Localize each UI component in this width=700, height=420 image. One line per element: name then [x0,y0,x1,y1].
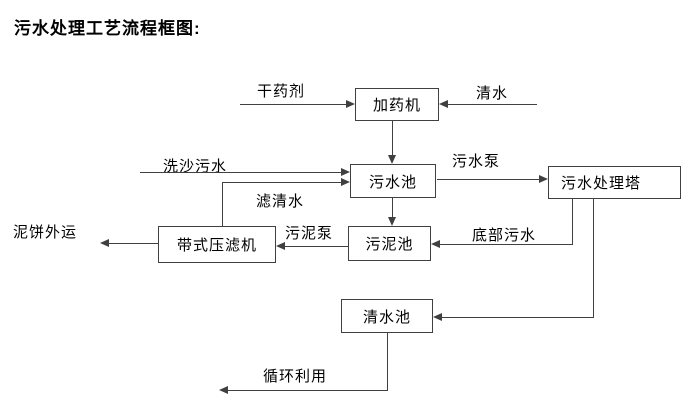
arrow-down-icon [388,155,396,164]
connector-recycle-vertical [387,333,388,391]
flow-label-mud-cake-out: 泥饼外运 [13,224,78,241]
connector-filtered-water-vertical [222,182,223,226]
node-clean-water-pool-label: 清水池 [362,308,411,326]
flow-label-sewage-pump: 污水泵 [452,153,501,170]
connector-bottom-sewage [440,244,573,245]
node-sewage-pool-label: 污水池 [368,173,417,191]
arrow-left-icon [439,100,448,108]
flow-label-bottom-sewage: 底部污水 [472,227,537,244]
node-belt-filter-press-label: 带式压滤机 [176,237,257,254]
connector-tower-to-clean-vertical [593,199,594,318]
connector-mud-cake-out [109,243,158,244]
connector-dry-agent [240,104,346,105]
flow-label-sludge-pump: 污泥泵 [285,225,334,242]
node-treatment-tower: 污水处理塔 [548,166,681,199]
connector-clean-water [448,104,537,105]
connector-dosing-to-sewage [392,121,393,156]
arrow-left-icon [431,240,440,248]
arrow-right-icon [341,178,350,186]
page-title: 污水处理工艺流程框图: [14,19,201,38]
arrow-left-icon [100,239,109,247]
arrow-down-icon [388,217,396,226]
flow-label-recycle-use: 循环利用 [263,368,328,385]
arrow-right-icon [539,175,548,183]
connector-sewage-to-sludge [392,198,393,217]
arrow-right-icon [346,100,355,108]
arrow-left-icon [219,386,228,394]
arrow-left-icon [433,313,442,321]
node-clean-water-pool: 清水池 [341,299,433,333]
node-dosing-machine-label: 加药机 [372,97,421,114]
node-treatment-tower-label: 污水处理塔 [561,175,642,192]
node-sewage-pool: 污水池 [350,164,436,198]
connector-sand-wash [140,172,341,173]
connector-sewage-pump [437,179,539,180]
connector-filtered-water [222,182,341,183]
node-dosing-machine: 加药机 [355,88,439,121]
connector-sludge-pump [285,246,348,247]
arrow-left-icon [276,242,285,250]
connector-bottom-sewage-vertical [572,199,573,245]
node-sludge-pool-label: 污泥池 [365,236,414,253]
arrow-right-icon [341,168,350,176]
node-belt-filter-press: 带式压滤机 [158,226,276,263]
flow-label-filtered-clean-water: 滤清水 [256,193,305,210]
flow-label-clean-water: 清水 [476,85,509,102]
flow-label-sand-wash-sewage: 洗沙污水 [163,158,228,175]
node-sludge-pool: 污泥池 [348,226,431,261]
flow-label-dry-agent: 干药剂 [257,83,306,100]
connector-tower-to-clean [442,317,594,318]
connector-recycle [228,390,388,391]
